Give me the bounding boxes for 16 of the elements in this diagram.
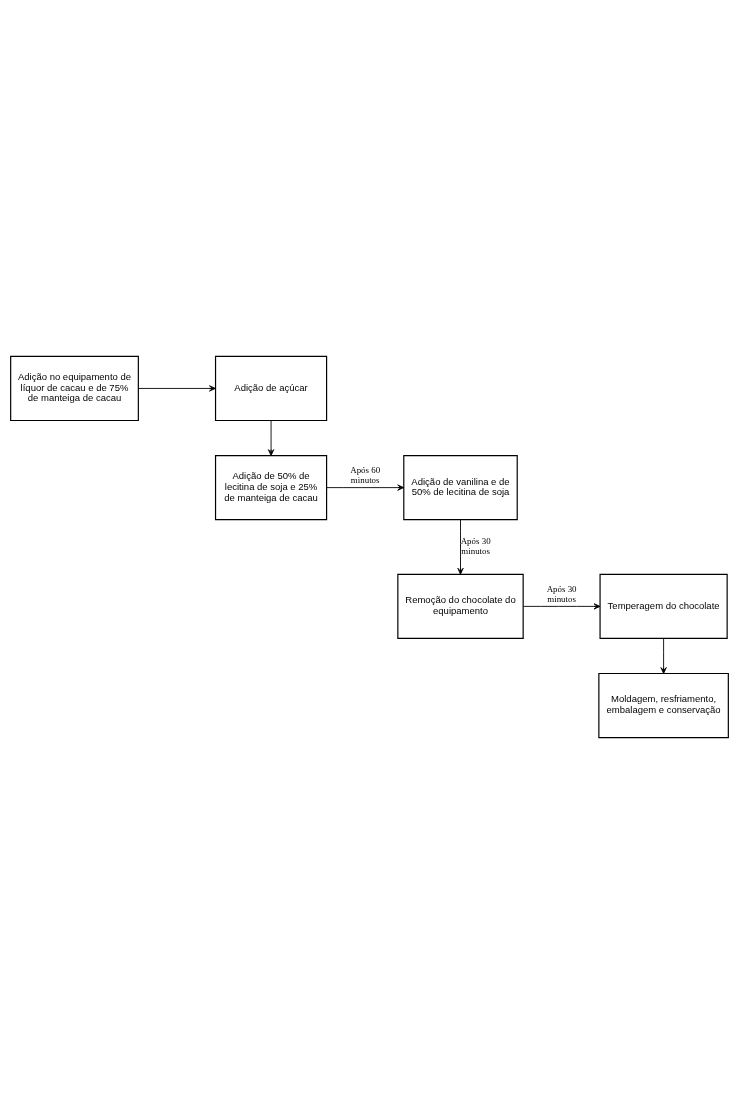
arrow — [660, 637, 667, 674]
arrow — [457, 518, 464, 575]
node-box: Adição de açúcar — [214, 355, 328, 421]
node-box: Temperagem do chocolate — [599, 573, 728, 639]
arrow — [522, 602, 601, 609]
arrow — [267, 419, 275, 456]
arrow — [138, 384, 216, 392]
node-box: Remoção do chocolate do equipamento — [397, 573, 524, 639]
arrow — [326, 484, 405, 491]
edge-label: Após 30 minutos — [546, 583, 577, 604]
node-box: Adição de 50% de lecitina de soja e 25% de manteiga de cacau — [214, 454, 328, 520]
node-box: Adição no equipamento de líquor de cacau e de 75% de manteiga de cacau — [10, 355, 139, 421]
node-box: Adição de vanilina e de 50% de lecitina de soja — [403, 454, 518, 520]
edge-label: Após 30 minutos — [460, 535, 491, 556]
node-box: Moldagem, resfriamento, embalagem e conservação — [598, 672, 729, 738]
edge-label: Após 60 minutos — [350, 464, 381, 485]
